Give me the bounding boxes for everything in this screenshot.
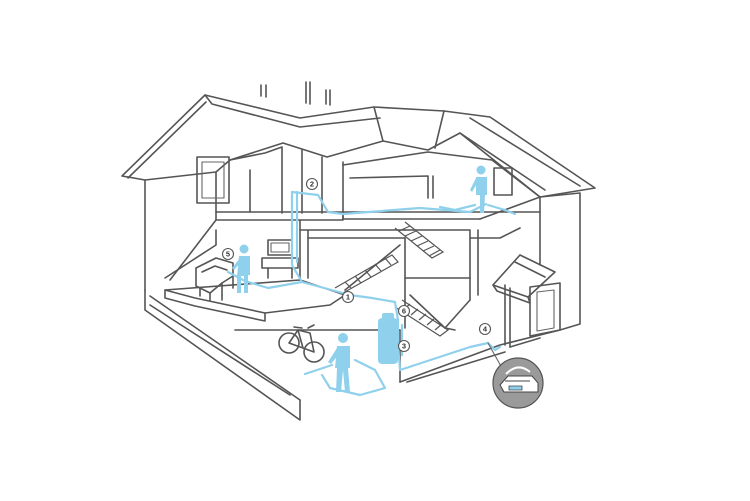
svg-text:6: 6 bbox=[402, 307, 406, 316]
marker-5: 5 bbox=[223, 249, 234, 260]
marker-2: 2 bbox=[307, 179, 318, 190]
svg-text:3: 3 bbox=[402, 342, 406, 351]
furniture bbox=[196, 240, 324, 362]
svg-text:2: 2 bbox=[310, 180, 314, 189]
central-vacuum-unit bbox=[378, 313, 398, 364]
vacpan-inset bbox=[488, 343, 543, 408]
marker-4: 4 bbox=[480, 324, 491, 335]
marker-3: 3 bbox=[399, 341, 410, 352]
marker-1: 1 bbox=[343, 292, 354, 303]
vacuum-piping bbox=[228, 192, 515, 395]
svg-text:1: 1 bbox=[346, 293, 350, 302]
marker-6: 6 bbox=[399, 306, 410, 317]
person-living-room bbox=[232, 245, 250, 294]
person-basement bbox=[328, 333, 350, 392]
svg-text:5: 5 bbox=[226, 250, 230, 259]
